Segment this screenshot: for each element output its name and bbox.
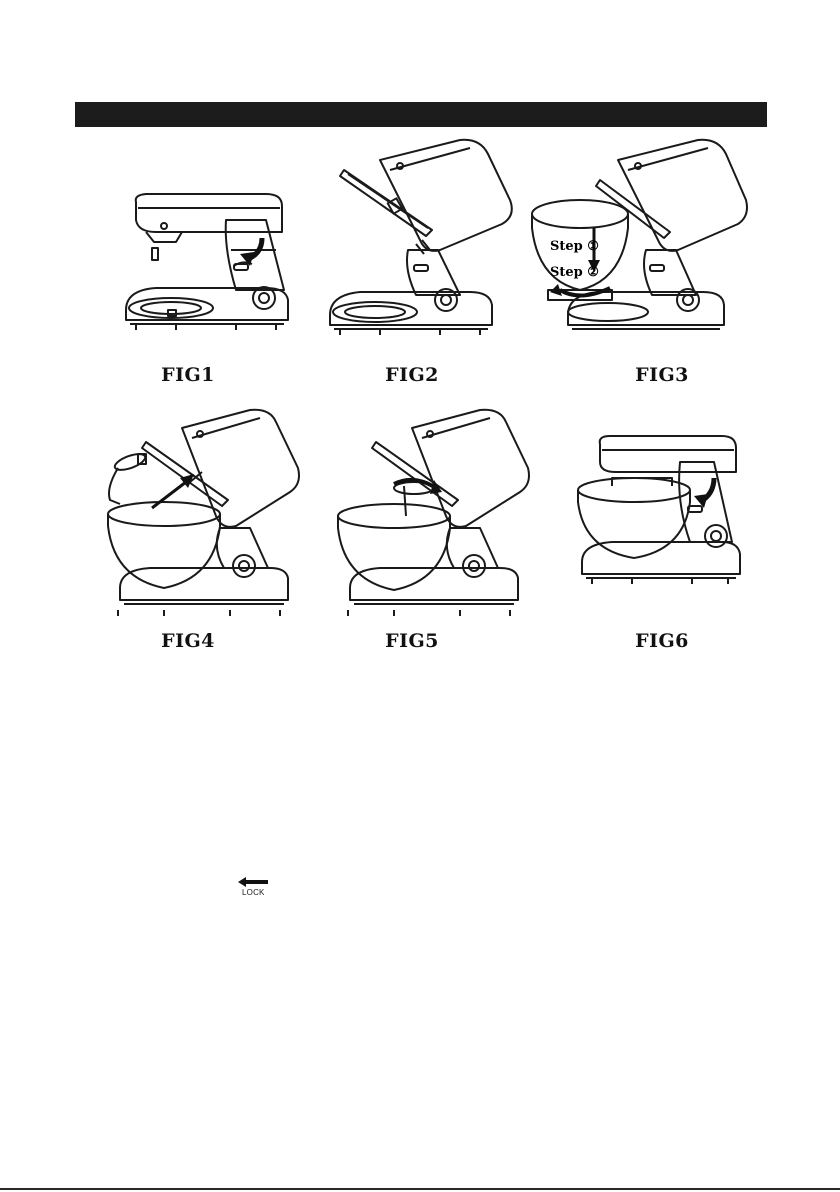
fig5-label: FIG5 [352,630,472,652]
fig6-illustration [572,432,772,652]
fig4-illustration [100,408,300,628]
mixer-head-tilted-icon [320,140,520,360]
fig3-illustration: Step ① Step ② [528,140,728,360]
fig3-step1-label: Step ① [550,239,599,254]
fig5-illustration [330,408,530,628]
fig2-illustration [320,140,520,360]
fig6-label: FIG6 [602,630,722,652]
fig3-step2-label: Step ② [550,265,599,280]
fig3-label: FIG3 [602,364,722,386]
mixer-attach-guard-icon [100,408,300,628]
mixer-bowl-assembled-icon [572,432,772,652]
section-header-bar [75,102,767,127]
mixer-rotate-tool-icon [330,408,530,628]
fig2-label: FIG2 [352,364,472,386]
mixer-bowl-placement-icon: Step ① Step ② [528,140,728,360]
page-bottom-rule [0,1188,840,1190]
fig4-label: FIG4 [128,630,248,652]
fig1-label: FIG1 [128,364,248,386]
lock-label: LOCK [242,888,265,897]
